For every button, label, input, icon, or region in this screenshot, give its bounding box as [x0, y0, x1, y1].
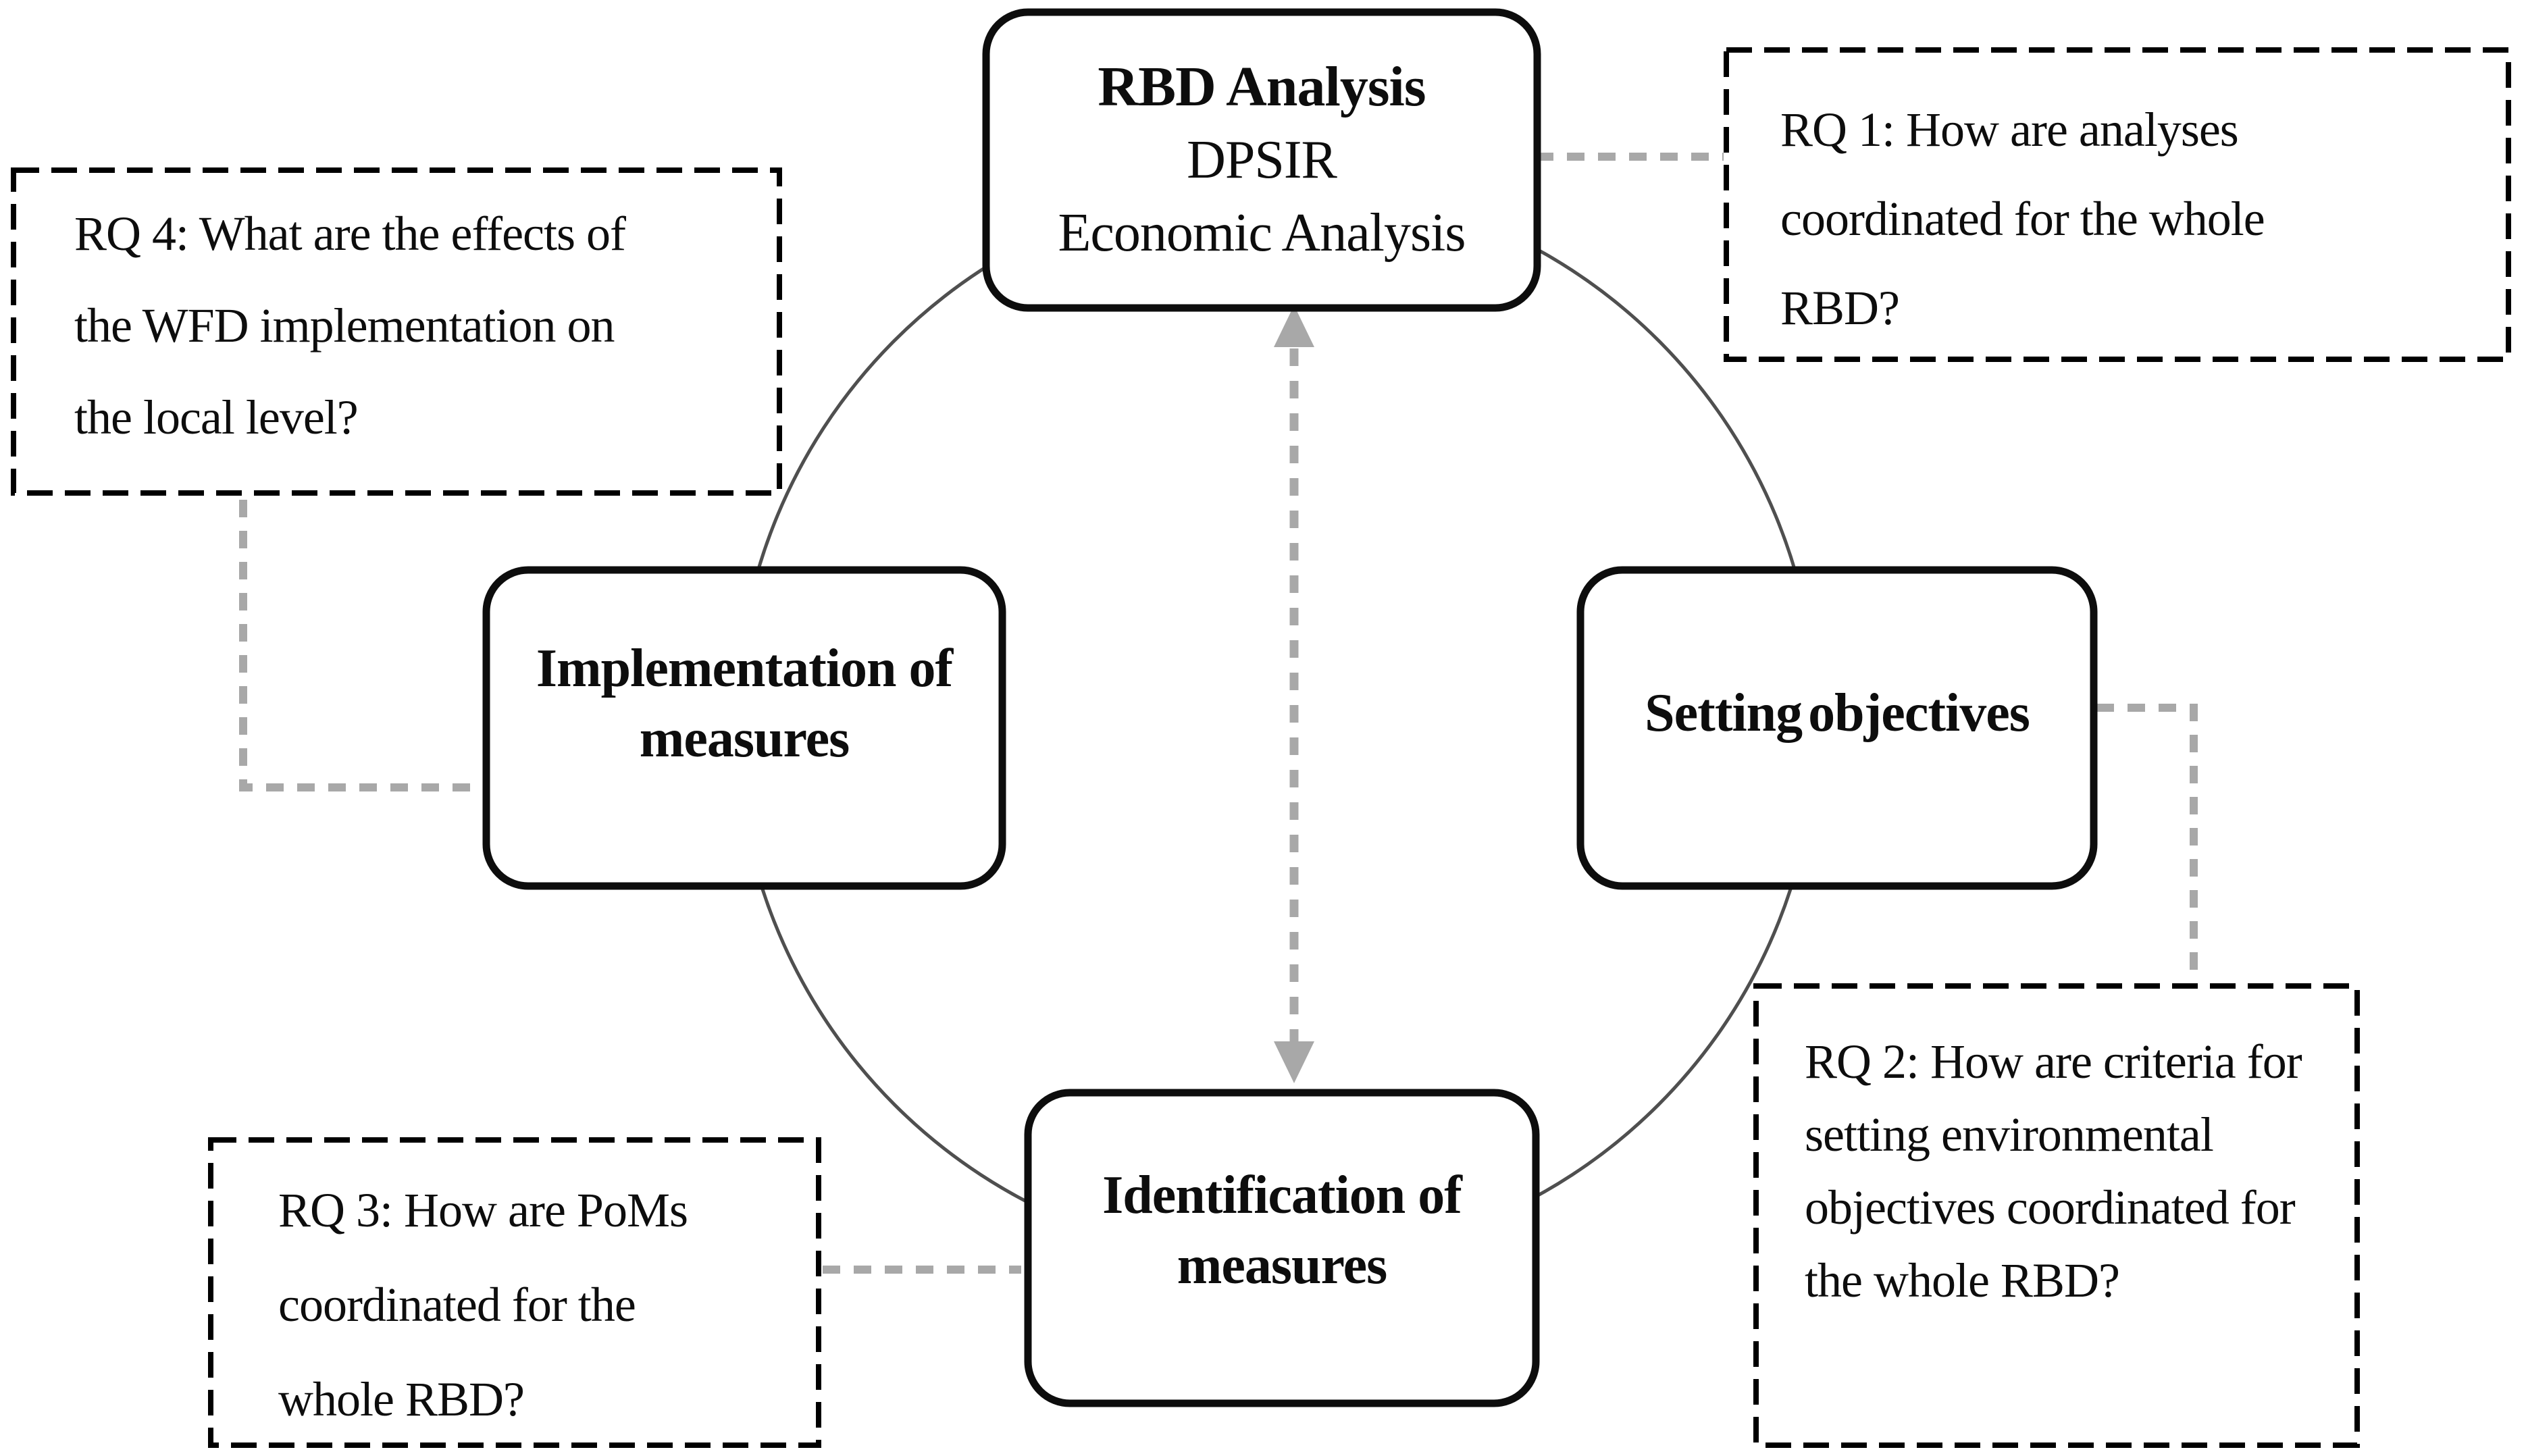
rq4-line3: the local level?	[74, 390, 359, 444]
identification-label-line1: Identification of	[1102, 1166, 1462, 1225]
implementation-box-shape	[482, 566, 1006, 890]
rq1-box-shape	[1724, 47, 2511, 362]
rq3-line1: RQ 3: How are PoMs	[278, 1183, 688, 1237]
rq1-line2: coordinated for the whole	[1780, 192, 2265, 246]
rq4-box-shape	[11, 167, 782, 496]
setting-objectives-box-shape	[1576, 566, 2098, 890]
identification-box-shape	[1024, 1089, 1540, 1407]
rbd-analysis-line-economic: Economic Analysis	[1058, 203, 1466, 263]
rq1-line3: RBD?	[1780, 281, 1900, 335]
rq3-line2: coordinated for the	[278, 1278, 636, 1332]
rq3-box-shape	[208, 1137, 821, 1448]
setting-objectives-box: Setting objectives	[1580, 570, 2094, 886]
rq2-line2: setting environmental	[1805, 1108, 2214, 1162]
identification-label-line2: measures	[1177, 1236, 1387, 1295]
rq2-line1: RQ 2: How are criteria for	[1805, 1035, 2302, 1089]
rbd-analysis-line-dpsir: DPSIR	[1187, 130, 1337, 190]
rq2-box-shape	[1753, 983, 2360, 1448]
rq2-line3: objectives coordinated for	[1805, 1180, 2296, 1234]
rbd-analysis-box: RBD Analysis DPSIR Economic Analysis	[986, 12, 1537, 308]
rq4-line1: RQ 4: What are the effects of	[74, 207, 626, 261]
rq3-box: RQ 3: How are PoMs coordinated for the w…	[211, 1140, 819, 1445]
rq3-line3: whole RBD?	[278, 1372, 525, 1426]
identification-of-measures-box: Identification of measures	[1028, 1093, 1536, 1403]
implementation-of-measures-box: Implementation of measures	[486, 570, 1002, 886]
rq1-line1: RQ 1: How are analyses	[1780, 103, 2239, 157]
implementation-label-line1: Implementation of	[536, 639, 953, 698]
rq2-box: RQ 2: How are criteria for setting envir…	[1756, 986, 2357, 1445]
rq1-box: RQ 1: How are analyses coordinated for t…	[1726, 50, 2508, 359]
setting-objectives-label: Setting objectives	[1645, 683, 2030, 743]
rbd-analysis-box-shape	[982, 8, 1541, 312]
arrow-down-head-icon	[1274, 1041, 1314, 1083]
rq4-box: RQ 4: What are the effects of the WFD im…	[14, 170, 779, 493]
rbd-analysis-title: RBD Analysis	[1098, 55, 1426, 118]
rq2-line4: the whole RBD?	[1805, 1253, 2120, 1307]
double-arrow-icon	[1274, 305, 1314, 1083]
rq4-line2: the WFD implementation on	[74, 298, 615, 353]
arrow-up-head-icon	[1274, 305, 1314, 347]
implementation-label-line2: measures	[639, 709, 850, 769]
connector-rq4-to-implementation	[239, 500, 473, 791]
connector-setting-to-rq2	[2096, 704, 2198, 978]
